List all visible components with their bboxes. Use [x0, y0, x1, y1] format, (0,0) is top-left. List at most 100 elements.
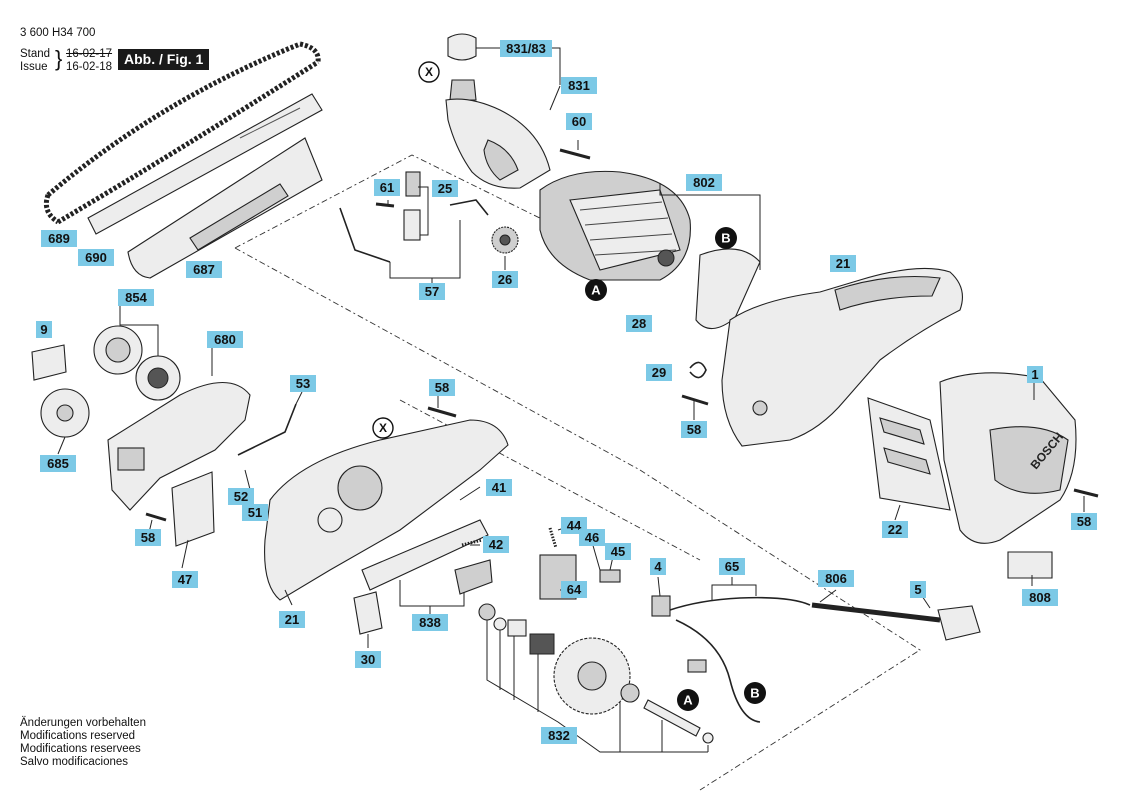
modification-notes: Änderungen vorbehalten Modifications res…	[20, 717, 146, 769]
svg-text:806: 806	[825, 571, 847, 586]
label-4: 4	[650, 558, 666, 575]
svg-text:1: 1	[1031, 367, 1038, 382]
label-806: 806	[818, 570, 854, 587]
label-689: 689	[41, 230, 77, 247]
label-42: 42	[483, 536, 509, 553]
svg-text:28: 28	[632, 316, 646, 331]
label-52: 52	[228, 488, 254, 505]
stand-label: Stand	[20, 48, 51, 60]
marker-b-wire: B	[744, 682, 766, 704]
note-es: Salvo modificaciones	[20, 756, 129, 768]
tension-wheels	[93, 325, 181, 401]
housing-handle	[721, 267, 963, 447]
connector	[687, 659, 707, 673]
stand-date: 16-02-17	[66, 48, 113, 60]
label-47: 47	[172, 571, 198, 588]
svg-text:685: 685	[47, 456, 69, 471]
label-690: 690	[78, 249, 114, 266]
cable-harness-2	[675, 619, 761, 723]
figure-badge: Abb. / Fig. 1	[118, 49, 210, 70]
screw-58b	[681, 394, 709, 406]
label-802: 802	[686, 174, 722, 191]
svg-text:690: 690	[85, 250, 107, 265]
label-21-bottom: 21	[279, 611, 305, 628]
issue-date: 16-02-18	[66, 61, 113, 73]
svg-text:46: 46	[585, 530, 599, 545]
label-64: 64	[561, 581, 587, 598]
svg-text:41: 41	[492, 480, 506, 495]
label-808: 808	[1022, 589, 1058, 606]
screw-61	[375, 202, 395, 208]
tension-knob	[40, 388, 90, 438]
saw-chain	[43, 41, 321, 225]
svg-text:831: 831	[568, 78, 590, 93]
label-51: 51	[242, 504, 268, 521]
marker-x-mid: X	[372, 417, 394, 439]
svg-text:832: 832	[548, 728, 570, 743]
label-60: 60	[566, 113, 592, 130]
label-25: 25	[432, 180, 458, 197]
pin	[599, 569, 621, 583]
svg-text:22: 22	[888, 522, 902, 537]
label-9: 9	[36, 321, 52, 338]
svg-text:A: A	[683, 693, 693, 708]
svg-text:831/83: 831/83	[506, 41, 546, 56]
doc-number: 3 600 H34 700	[20, 27, 96, 39]
label-61: 61	[374, 179, 400, 196]
svg-text:51: 51	[248, 505, 262, 520]
motor-gasket	[695, 248, 761, 330]
label-65: 65	[719, 558, 745, 575]
label-1: 1	[1027, 366, 1043, 383]
label-22: 22	[882, 521, 908, 538]
svg-text:65: 65	[725, 559, 739, 574]
label-57: 57	[419, 283, 445, 300]
gear-train	[478, 603, 714, 744]
svg-text:64: 64	[567, 582, 582, 597]
wire-bracket-2	[449, 199, 489, 216]
label-sticker	[31, 344, 67, 381]
label-58-a: 58	[429, 379, 455, 396]
note-en: Modifications reserved	[20, 730, 136, 742]
oil-pump	[403, 171, 421, 241]
svg-text:21: 21	[285, 612, 299, 627]
screw-58d	[1073, 488, 1099, 498]
svg-text:21: 21	[836, 256, 850, 271]
svg-text:680: 680	[214, 332, 236, 347]
chain-catcher	[171, 471, 215, 547]
wire-bracket	[339, 207, 391, 263]
svg-text:58: 58	[141, 530, 155, 545]
svg-text:808: 808	[1029, 590, 1051, 605]
svg-text:45: 45	[611, 544, 625, 559]
label-29: 29	[646, 364, 672, 381]
marker-a-motor: A	[585, 279, 607, 301]
label-41: 41	[486, 479, 512, 496]
part-labels: 831/83 831 60 802 61 25 689 690 687 26 5…	[36, 40, 1097, 744]
spring-42	[461, 538, 483, 547]
label-838: 838	[412, 614, 448, 631]
svg-text:58: 58	[435, 380, 449, 395]
svg-text:44: 44	[567, 518, 582, 533]
trigger-lever	[361, 519, 493, 595]
screw-58c	[145, 512, 167, 522]
svg-text:A: A	[591, 283, 601, 298]
label-854: 854	[118, 289, 154, 306]
svg-text:52: 52	[234, 489, 248, 504]
label-53: 53	[290, 375, 316, 392]
svg-text:57: 57	[425, 284, 439, 299]
sticker-808	[1007, 551, 1053, 579]
cable-harness	[669, 596, 811, 611]
date-brace: }	[55, 46, 63, 71]
guide-bar	[87, 93, 323, 235]
svg-text:838: 838	[419, 615, 441, 630]
label-26: 26	[492, 271, 518, 288]
label-46: 46	[579, 529, 605, 546]
plug	[937, 605, 981, 641]
drive-gear	[491, 226, 519, 254]
svg-text:58: 58	[1077, 514, 1091, 529]
svg-text:47: 47	[178, 572, 192, 587]
marker-a-wire: A	[677, 689, 699, 711]
svg-text:25: 25	[438, 181, 452, 196]
spring	[689, 361, 707, 379]
screw-58a	[427, 406, 457, 418]
